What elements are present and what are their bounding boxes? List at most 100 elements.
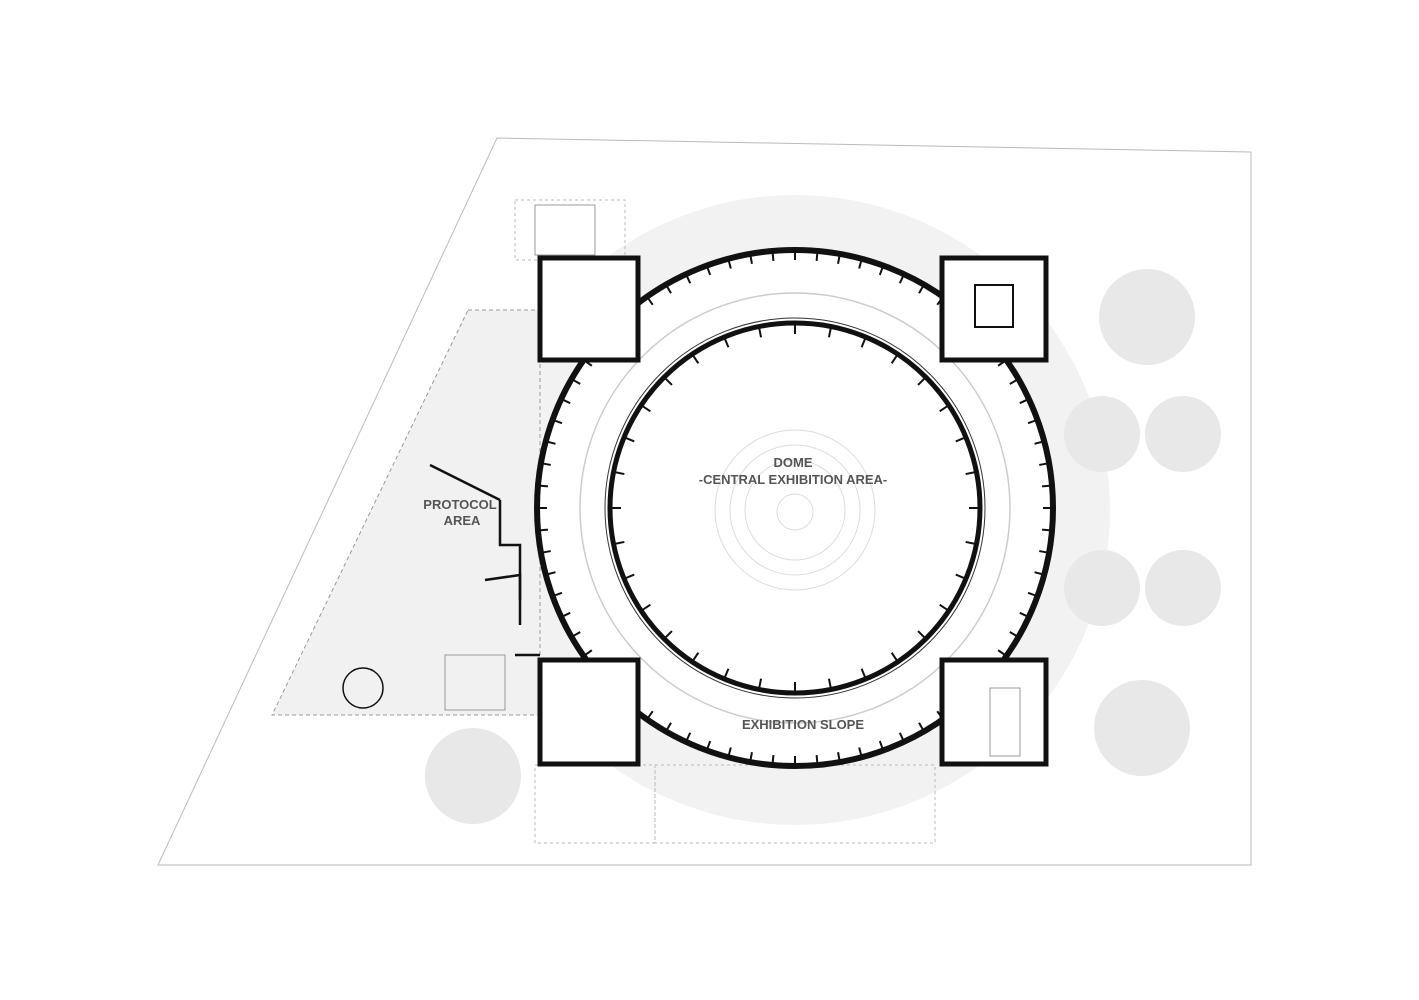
- column-tick: [965, 470, 977, 476]
- column-tick: [898, 273, 905, 284]
- column-tick: [723, 336, 730, 348]
- stairs: [444, 204, 1021, 757]
- column-tick: [771, 754, 775, 766]
- protocol-walls: [342, 463, 540, 709]
- column-tick: [663, 376, 673, 386]
- tower-top-left: [537, 255, 641, 363]
- dome-rings: [714, 429, 876, 591]
- column-tick: [878, 740, 885, 751]
- trees: [425, 269, 1221, 824]
- tree: [1094, 680, 1190, 776]
- inner-dome-rail: [604, 317, 986, 699]
- column-ticks: [537, 250, 1053, 766]
- tree: [1099, 269, 1195, 365]
- protocol-label-2: AREA: [444, 513, 481, 528]
- column-tick: [583, 649, 593, 657]
- column-tick: [571, 378, 581, 385]
- column-tick: [537, 528, 549, 532]
- column-tick: [665, 284, 672, 294]
- column-tick: [727, 747, 732, 758]
- column-tick: [727, 258, 732, 269]
- column-tick: [749, 253, 753, 264]
- column-tick: [890, 652, 899, 663]
- column-tick: [540, 462, 551, 466]
- tree: [1145, 550, 1221, 626]
- column-tick: [552, 418, 563, 425]
- column-tick: [691, 353, 700, 364]
- column-tick: [560, 398, 571, 405]
- column-tick: [827, 678, 833, 690]
- column-tick: [827, 326, 833, 338]
- column-tick: [640, 603, 651, 612]
- column-tick: [640, 404, 651, 413]
- column-tick: [815, 754, 819, 766]
- column-tick: [646, 296, 654, 306]
- column-tick: [918, 722, 925, 732]
- corner-towers: [537, 255, 1049, 767]
- column-tick: [858, 258, 863, 269]
- column-tick: [623, 436, 635, 443]
- column-tick: [1041, 484, 1053, 488]
- column-tick: [1034, 571, 1045, 576]
- column-tick: [955, 573, 967, 580]
- column-tick: [1041, 528, 1053, 532]
- column-tick: [1039, 462, 1050, 466]
- column-tick: [623, 573, 635, 580]
- column-tick: [955, 436, 967, 443]
- column-tick: [771, 250, 775, 262]
- tree: [425, 728, 521, 824]
- column-tick: [571, 631, 581, 638]
- column-tick: [540, 550, 551, 554]
- column-tick: [757, 326, 763, 338]
- column-tick: [665, 722, 672, 732]
- dome-label: DOME: [774, 455, 813, 470]
- column-tick: [1027, 418, 1038, 425]
- tower-bottom-left: [537, 657, 641, 767]
- exhibition-slope-label: EXHIBITION SLOPE: [742, 717, 864, 732]
- protocol-label-1: PROTOCOL: [423, 497, 496, 512]
- column-tick: [749, 752, 753, 763]
- column-tick: [815, 250, 819, 262]
- column-tick: [545, 571, 556, 576]
- tree: [1064, 396, 1140, 472]
- column-tick: [917, 630, 927, 640]
- tree: [1064, 550, 1140, 626]
- column-tick: [685, 732, 692, 743]
- column-tick: [663, 630, 673, 640]
- tower-top-right: [939, 255, 1049, 363]
- column-tick: [552, 591, 563, 598]
- tower-bottom-right: [939, 657, 1049, 767]
- column-tick: [705, 740, 712, 751]
- column-tick: [918, 284, 925, 294]
- column-tick: [613, 470, 625, 476]
- dome-sublabel: -CENTRAL EXHIBITION AREA-: [699, 472, 888, 487]
- column-tick: [646, 710, 654, 720]
- column-tick: [878, 265, 885, 276]
- column-tick: [1009, 631, 1019, 638]
- column-tick: [860, 336, 867, 348]
- column-tick: [837, 253, 841, 264]
- column-tick: [837, 752, 841, 763]
- column-tick: [537, 484, 549, 488]
- column-tick: [1019, 611, 1030, 618]
- column-tick: [1009, 378, 1019, 385]
- column-tick: [1019, 398, 1030, 405]
- tree: [1145, 396, 1221, 472]
- column-tick: [890, 353, 899, 364]
- column-tick: [685, 273, 692, 284]
- column-tick: [1027, 591, 1038, 598]
- slope-path: [579, 292, 1011, 724]
- column-tick: [560, 611, 571, 618]
- column-tick: [898, 732, 905, 743]
- column-tick: [1039, 550, 1050, 554]
- column-tick: [723, 668, 730, 680]
- column-tick: [860, 668, 867, 680]
- column-tick: [997, 649, 1007, 657]
- column-tick: [939, 404, 950, 413]
- column-tick: [858, 747, 863, 758]
- column-tick: [691, 652, 700, 663]
- column-tick: [705, 265, 712, 276]
- column-tick: [965, 540, 977, 546]
- column-tick: [545, 440, 556, 445]
